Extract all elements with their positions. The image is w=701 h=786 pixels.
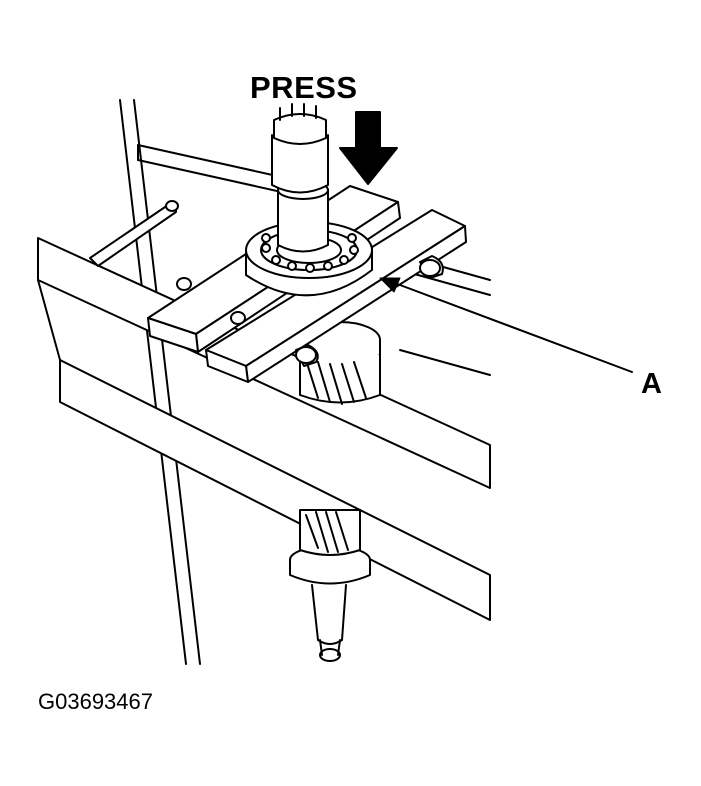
press-arrow bbox=[339, 111, 398, 185]
figure-id: G03693467 bbox=[38, 689, 153, 714]
shaft-lower bbox=[289, 509, 371, 662]
callout-leader bbox=[379, 277, 633, 373]
press-label: PRESS bbox=[250, 70, 358, 105]
gear bbox=[299, 321, 381, 405]
press-ram bbox=[271, 103, 329, 253]
callout-label-a: A bbox=[641, 368, 662, 400]
support-rod bbox=[89, 200, 179, 267]
